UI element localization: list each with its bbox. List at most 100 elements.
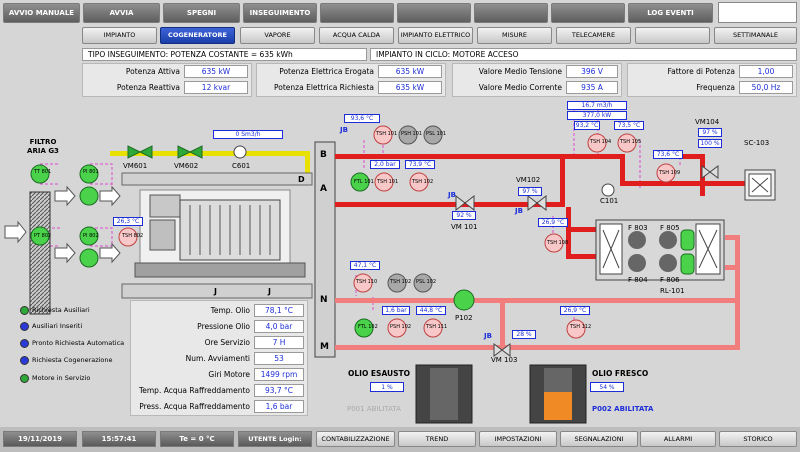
richiesta-ausiliari-lamp <box>20 306 29 315</box>
tsh111-label: TSH 111 <box>426 324 448 330</box>
jb-3-label: JB <box>515 207 523 215</box>
gas-flow-value: 0 Sm3/h <box>213 130 283 139</box>
tab-telecamere[interactable]: TELECAMERE <box>556 27 631 44</box>
pot-el-richiesta-label: Potenza Elettrica Richiesta <box>274 83 374 92</box>
empty-button-2[interactable] <box>397 3 471 23</box>
tab-cogeneratore[interactable]: COGENERATORE <box>160 27 235 44</box>
rl101-label: RL-101 <box>660 287 685 295</box>
pronto-richiesta-lamp <box>20 339 29 348</box>
time-display: 15:57:41 <box>82 431 156 447</box>
f805-label: F 805 <box>660 224 680 232</box>
tsh105-label: TSH 105 <box>620 139 642 145</box>
temp-olio-value: 78,1 °C <box>254 304 304 317</box>
engine-letter-d: D <box>298 175 305 184</box>
tsh102-label: TSH 102 <box>412 179 434 185</box>
olio-esausto-pct: 1 % <box>370 382 404 392</box>
empty-button-3[interactable] <box>474 3 548 23</box>
tab-misure[interactable]: MISURE <box>477 27 552 44</box>
pi801-label: PI 801 <box>83 169 99 175</box>
tsh104-label: TSH 104 <box>590 139 612 145</box>
contabilizzazione-button[interactable]: CONTABILIZZAZIONE <box>316 431 395 447</box>
olio-fresco-label: OLIO FRESCO <box>592 369 649 378</box>
tab-impianto-elettrico[interactable]: IMPIANTO ELETTRICO <box>398 27 473 44</box>
tensione-label: Valore Medio Tensione <box>478 67 562 76</box>
collector-letter-b: B <box>320 150 327 160</box>
jb-1-label: JB <box>340 126 348 134</box>
spegni-button[interactable]: SPEGNI <box>163 3 240 23</box>
utente-login[interactable]: UTENTE Login: <box>238 431 312 447</box>
inseguimento-button[interactable]: INSEGUIMENTO <box>243 3 317 23</box>
tab-settimanale[interactable]: SETTIMANALE <box>714 27 797 44</box>
tipo-inseguimento-status: TIPO INSEGUIMENTO: POTENZA COSTANTE = 63… <box>82 48 367 61</box>
temp-display: Te = 0 °C <box>160 431 234 447</box>
pressione-olio-label: Pressione Olio <box>197 322 250 331</box>
tsh102b-label: TSH 102 <box>390 279 412 285</box>
f803-label: F 803 <box>628 224 648 232</box>
psh102-label: PSH 102 <box>390 324 412 330</box>
allarmi-button[interactable]: ALLARMI <box>640 431 716 447</box>
frequenza-value: 50,0 Hz <box>739 81 793 94</box>
tsh110-label: TSH 110 <box>356 279 378 285</box>
pressione-olio-value: 4,0 bar <box>254 320 304 333</box>
collector-letter-m: M <box>320 342 329 352</box>
potenza-attiva-value: 635 kW <box>184 65 248 78</box>
p002-status: P002 ABILITATA <box>592 405 654 413</box>
press-acqua-value: 1,6 bar <box>254 400 304 413</box>
date-display: 19/11/2019 <box>3 431 77 447</box>
tab-empty[interactable] <box>635 27 710 44</box>
sc103-label: SC-103 <box>744 139 770 147</box>
richiesta-ausiliari-label: Richiesta Ausiliari <box>32 306 90 314</box>
info-box <box>718 2 797 23</box>
trend-button[interactable]: TREND <box>398 431 476 447</box>
temp-f-value: 26,9 °C <box>538 218 568 227</box>
avvia-button[interactable]: AVVIA <box>83 3 160 23</box>
empty-button-4[interactable] <box>551 3 625 23</box>
giri-motore-value: 1499 rpm <box>254 368 304 381</box>
pot-el-richiesta-value: 635 kW <box>378 81 442 94</box>
temp-r1-value: 93,2 °C <box>574 121 600 130</box>
temp-r2-value: 73,5 °C <box>614 121 644 130</box>
vm601-label: VM601 <box>123 162 148 170</box>
olio-fresco-pct: 54 % <box>590 382 624 392</box>
engine-temp-value: 26,3 °C <box>113 217 143 226</box>
collector-letter-n: N <box>320 295 328 305</box>
c101-label: C101 <box>600 197 619 205</box>
power-kw-value: 377,0 kW <box>567 111 627 120</box>
top-temp-value: 93,6 °C <box>344 114 380 123</box>
press-acqua-label: Press. Acqua Raffreddamento <box>139 402 250 411</box>
temp-acqua-label: Temp. Acqua Raffreddamento <box>138 386 250 395</box>
pot-el-erogata-value: 635 kW <box>378 65 442 78</box>
c601-label: C601 <box>232 162 251 170</box>
segnalazioni-button[interactable]: SEGNALAZIONI <box>560 431 638 447</box>
impianto-ciclo-status: IMPIANTO IN CICLO: MOTORE ACCESO <box>370 48 797 61</box>
collector-letter-a: A <box>320 184 327 194</box>
impostazioni-button[interactable]: IMPOSTAZIONI <box>479 431 557 447</box>
avvio-manuale-button[interactable]: AVVIO MANUALE <box>3 3 80 23</box>
tensione-value: 396 V <box>566 65 618 78</box>
filtro-label: FILTRO ARIA G3 <box>27 138 59 155</box>
fattore-value: 1,00 <box>739 65 793 78</box>
num-avviamenti-value: 53 <box>254 352 304 365</box>
frequenza-label: Frequenza <box>696 83 735 92</box>
vm101-pct-value: 92 % <box>452 211 476 220</box>
ore-servizio-value: 7 H <box>254 336 304 349</box>
olio-esausto-label: OLIO ESAUSTO <box>348 369 411 378</box>
temp-r3-value: 73,6 °C <box>653 150 683 159</box>
vm103-label: VM 103 <box>491 356 518 364</box>
tsh101-label: TSH 101 <box>376 131 398 137</box>
tab-acqua-calda[interactable]: ACQUA CALDA <box>319 27 394 44</box>
tab-vapore[interactable]: VAPORE <box>240 27 315 44</box>
temp-b-value: 73,9 °C <box>405 160 435 169</box>
fattore-label: Fattore di Potenza <box>667 67 735 76</box>
log-eventi-button[interactable]: LOG EVENTI <box>628 3 713 23</box>
tab-impianto[interactable]: IMPIANTO <box>82 27 157 44</box>
ore-servizio-label: Ore Servizio <box>204 338 250 347</box>
psl101-label: PSL 101 <box>426 131 447 137</box>
pt802-label: PT 802 <box>34 233 52 239</box>
num-avviamenti-label: Num. Avviamenti <box>185 354 250 363</box>
potenza-attiva-label: Potenza Attiva <box>125 67 180 76</box>
storico-button[interactable]: STORICO <box>719 431 797 447</box>
empty-button-1[interactable] <box>320 3 394 23</box>
f806-label: F 806 <box>660 276 680 284</box>
richiesta-cogenerazione-lamp <box>20 356 29 365</box>
